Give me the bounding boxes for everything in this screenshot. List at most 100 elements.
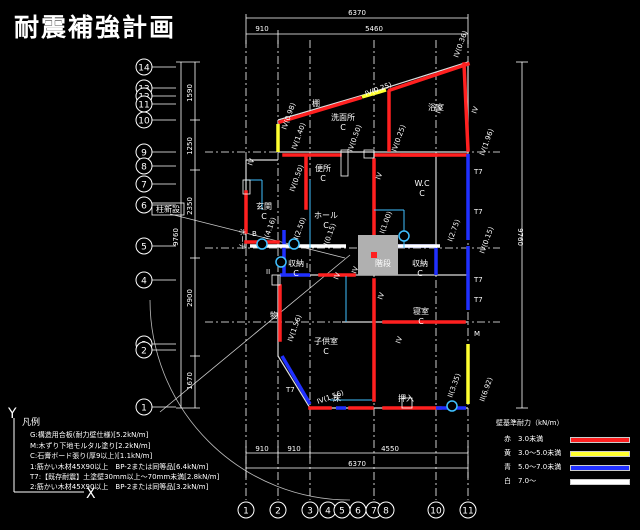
wall-legend-row: 白 7.0～ [496,476,636,490]
row-marker-label: 6 [141,202,147,212]
room-kids-c: C [323,347,329,356]
row-marker-label: 9 [141,149,147,159]
row-marker-label: 2 [141,347,147,357]
wall-label: IV(0.50) [288,163,305,192]
stair-marker [371,252,377,258]
row-marker-label: 11 [138,101,149,111]
wall-legend-label: 赤 3.0未満 [504,435,544,443]
wall-label: T7 [473,208,483,216]
dimension-right [516,61,528,409]
legend-item: G:構造用合板(耐力壁仕様)[5.2kN/m] [30,431,149,440]
interior-lines [246,179,405,401]
col-marker-label: 10 [430,507,442,517]
legend: 凡例 G:構造用合板(耐力壁仕様)[5.2kN/m] M:木ずり下地モルタル塗り… [8,418,240,493]
wall-label: B [252,230,257,238]
wall-label: II(3.35) [446,372,462,399]
dim-bottom-mid: 910 [287,445,300,453]
dim-left-total: 9760 [172,228,180,246]
dimension-left [176,61,200,409]
new-column-label: 柱新設 [156,204,180,214]
legend-item: T7:【既存耐震】土塗壁30mm以上～70mm未満[2.8kN/m] [30,473,220,482]
room-washroom-c: C [340,123,346,132]
col-marker-circle [301,501,319,519]
leader-line [169,213,346,259]
wall-legend-title: 壁基準耐力（kN/m） [496,419,564,427]
row-marker-label: 14 [138,64,150,74]
wall-label: IV [350,265,360,274]
wall-label: IV [332,271,342,280]
wall-legend-row: 赤 3.0未満 [496,434,636,448]
room-shelf: 棚 [312,98,320,108]
dim-bottom-total: 6370 [348,460,366,468]
page-title: 耐震補強計画 [14,13,177,42]
col-marker-circle [269,501,287,519]
col-marker-label: 7 [371,507,377,517]
wall-label: IV(0.25) [390,123,407,152]
wall-legend-swatch [570,437,630,443]
room-storage2-c: C [417,269,423,278]
wall-label: I [306,262,308,270]
room-entrance-c: C [261,212,267,221]
axis-y-label: Y [7,406,17,422]
row-marker-label: 5 [141,243,147,253]
room-bedroom-c: C [418,317,424,326]
legend-item: C:石膏ボード張り(厚9以上)[1.1kN/m] [30,452,153,461]
wall-label: IV(1.96) [478,127,495,156]
wall-label: I(2.50) [292,216,308,241]
wall-label: T7 [285,386,295,394]
dim-top-left: 910 [255,25,268,33]
dimension-top [245,14,469,44]
column-markers [256,230,458,412]
stair-area [358,235,398,275]
wall-label: IV [470,105,480,114]
wall-label: M [474,330,480,338]
room-wc: W.C [414,179,430,188]
col-marker-label: 3 [307,507,313,517]
dim-bottom-left: 910 [255,445,268,453]
room-hall-c: C [323,221,329,230]
legend-title: 凡例 [22,418,41,428]
room-kids: 子供室 [314,336,338,346]
wall-legend-label: 黄 3.0～5.0未満 [504,449,562,457]
wall-label: IV [374,171,384,180]
wall-label: II(6.92) [478,376,494,403]
row-marker-label: 7 [141,181,147,191]
wall-label: T7 [473,168,483,176]
room-bath: 浴室 [428,102,444,112]
room-porch: ポーチ [238,229,246,250]
wall-structure [245,61,469,409]
dim-left-seg: 1670 [186,372,194,390]
wall-label: T7 [473,276,483,284]
wall-label: I(2.75) [446,218,462,243]
room-entrance: 玄関 [256,201,272,211]
new-column-box [151,202,185,216]
room-bedroom: 寝室 [413,306,429,316]
wall-label: T7 [473,296,483,304]
wall-legend-row: 黄 3.0～5.0未満 [496,448,636,462]
axis-indicator: Y X [7,406,96,502]
col-marker-label: 1 [243,507,249,517]
wall-label: IV [394,335,404,344]
room-storage1-c: C [293,269,299,278]
wall-label: IV [434,105,444,114]
wall-label: IV(1.56) [286,313,303,342]
walls-yellow [276,88,470,404]
row-grid-markers: 1413121110987654321 [135,58,176,416]
row-marker-label: 10 [138,117,150,127]
room-closet: 押入 [398,393,414,403]
col-marker-circle [427,501,445,519]
room-stairs: 階段 [375,258,391,268]
wall-strength-legend: 壁基準耐力（kN/m） 赤 3.0未満 黄 3.0～5.0未満 青 5.0～7.… [496,418,636,490]
dim-left-seg: 1590 [186,84,194,102]
col-marker-label: 4 [325,507,331,517]
dim-right-total: 9760 [516,228,524,246]
legend-item: 2:筋かい木材45X90以上 BP-2または同等品[3.2kN/m] [30,483,209,492]
wall-label: IV(0.15) [478,225,495,254]
wall-legend-label: 青 5.0～7.0未満 [504,463,562,471]
row-marker-label: 1 [141,404,147,414]
row-marker-label: 4 [141,277,147,287]
wall-label: IV(1.40) [290,121,307,150]
room-toilet-c: C [320,174,326,183]
axis-x-label: X [86,486,96,502]
